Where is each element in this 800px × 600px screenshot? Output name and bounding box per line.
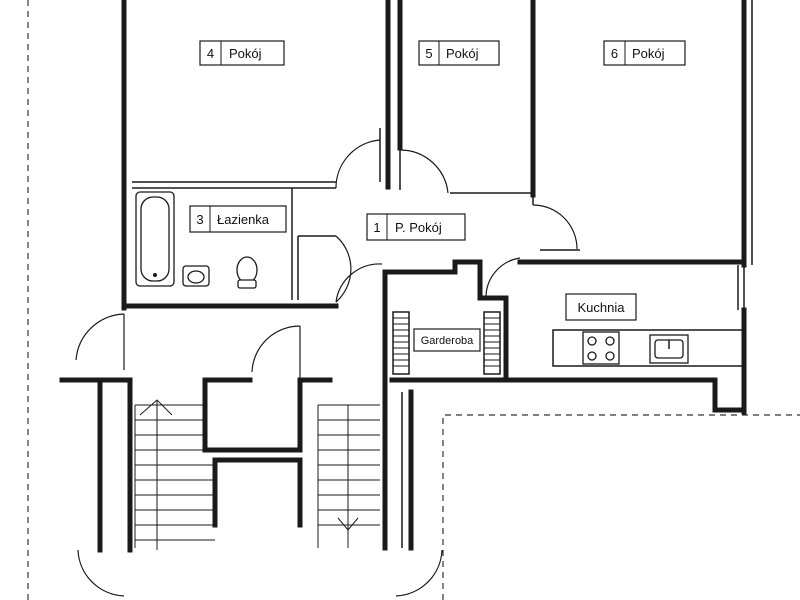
svg-text:1: 1 <box>373 220 380 235</box>
kitchen-counter <box>552 329 744 367</box>
svg-text:6: 6 <box>611 46 618 61</box>
doors <box>75 139 578 597</box>
room-label-4: 4 Pokój <box>199 40 285 66</box>
sink-icon <box>182 265 210 287</box>
bathtub-icon <box>135 191 175 287</box>
room-label-1: 1 P. Pokój <box>366 213 466 241</box>
svg-text:3: 3 <box>196 212 203 227</box>
svg-text:P. Pokój: P. Pokój <box>395 220 442 235</box>
svg-text:Pokój: Pokój <box>632 46 665 61</box>
stairwell <box>59 377 414 553</box>
svg-text:Kuchnia: Kuchnia <box>578 300 626 315</box>
svg-text:5: 5 <box>425 46 432 61</box>
svg-text:Pokój: Pokój <box>229 46 262 61</box>
room-label-6: 6 Pokój <box>603 40 686 66</box>
svg-text:Łazienka: Łazienka <box>217 212 270 227</box>
room-label-garderoba: Garderoba <box>413 328 481 352</box>
svg-text:4: 4 <box>207 46 214 61</box>
room-label-3: 3 Łazienka <box>189 205 287 233</box>
terrace-boundary <box>442 414 800 600</box>
svg-text:Pokój: Pokój <box>446 46 479 61</box>
wardrobe-shelves-left <box>392 311 410 375</box>
wardrobe-shelves-right <box>483 311 501 375</box>
toilet-icon <box>236 256 258 289</box>
walls <box>121 0 753 415</box>
svg-text:Garderoba: Garderoba <box>421 335 474 347</box>
room-label-5: 5 Pokój <box>418 40 500 66</box>
kitchen-sink-icon <box>649 334 689 364</box>
stove-icon <box>582 331 620 365</box>
room-label-kuchnia: Kuchnia <box>565 293 637 321</box>
